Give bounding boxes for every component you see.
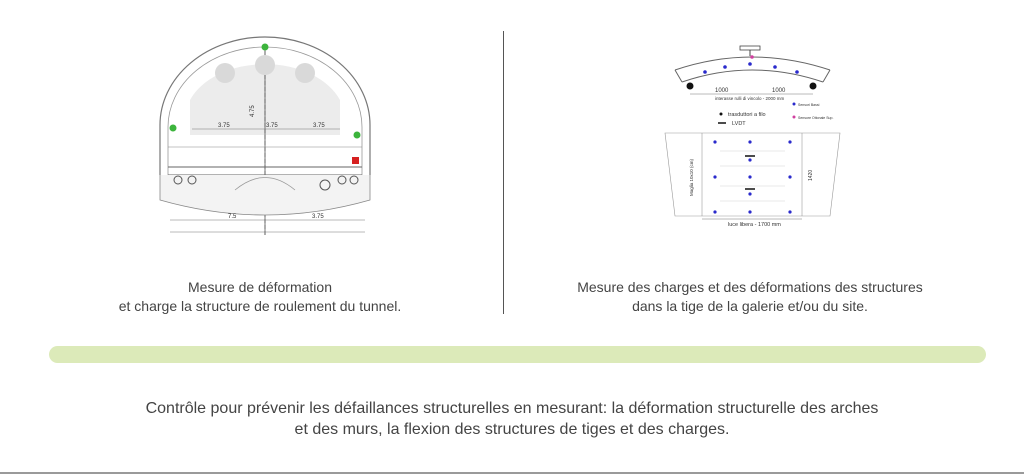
vertical-divider [503, 31, 504, 314]
bottom-border [0, 472, 1024, 474]
lane-width-1: 3.75 [218, 123, 230, 129]
dim-left: 1000 [715, 88, 729, 94]
gallery-sensor-diagram: 1000 1000 interasse rulli di vincolo - 2… [664, 45, 841, 228]
caption-right-line-2: dans la tige de la galerie et/ou du site… [632, 298, 868, 314]
caption-right-line-1: Mesure des charges et des déformations d… [577, 279, 923, 295]
caption-right: Mesure des charges et des déformations d… [530, 278, 970, 316]
accent-bar [49, 346, 986, 363]
sensor-red-right [352, 157, 359, 164]
lane-width-2: 3.75 [266, 123, 278, 129]
luce-label: luce libera - 1700 mm [728, 222, 781, 228]
lane-width-3: 3.75 [313, 123, 325, 129]
right-dim-label: 1420 [808, 170, 814, 181]
bottom-dim-2: 3.75 [312, 214, 324, 220]
sensor-green-crown [261, 43, 269, 51]
maglia-label: Maglia 10x10 (cm) [689, 158, 694, 196]
summary-line-1: Contrôle pour prévenir les défaillances … [145, 400, 879, 417]
sensor-green-left [169, 124, 177, 132]
caption-left-line-2: et charge la structure de roulement du t… [118, 298, 402, 314]
tunnel-cross-section-diagram: 3.75 3.75 3.75 4.75 7.5 3.75 [159, 36, 371, 235]
legend-top-sensor: Sensore Ottonale Sup. [798, 116, 833, 120]
grid-sensors [713, 140, 792, 214]
height-label: 4.75 [250, 105, 256, 117]
caption-left-line-1: Mesure de déformation [188, 279, 332, 295]
summary-text: Contrôle pour prévenir les défaillances … [40, 398, 984, 440]
interasse-label: interasse rulli di vincolo - 2000 mm [715, 96, 785, 101]
bottom-dim-1: 7.5 [228, 214, 237, 220]
legend-wire: trasduttori a filo [728, 112, 766, 118]
caption-left: Mesure de déformation et charge la struc… [60, 278, 460, 316]
legend-lvdt: LVDT [732, 121, 746, 127]
summary-line-2: et des murs, la flexion des structures d… [294, 421, 730, 438]
dim-right: 1000 [772, 88, 786, 94]
legend-low-sensors: Sensori Bassi [798, 103, 820, 107]
sensor-green-right [353, 131, 361, 139]
